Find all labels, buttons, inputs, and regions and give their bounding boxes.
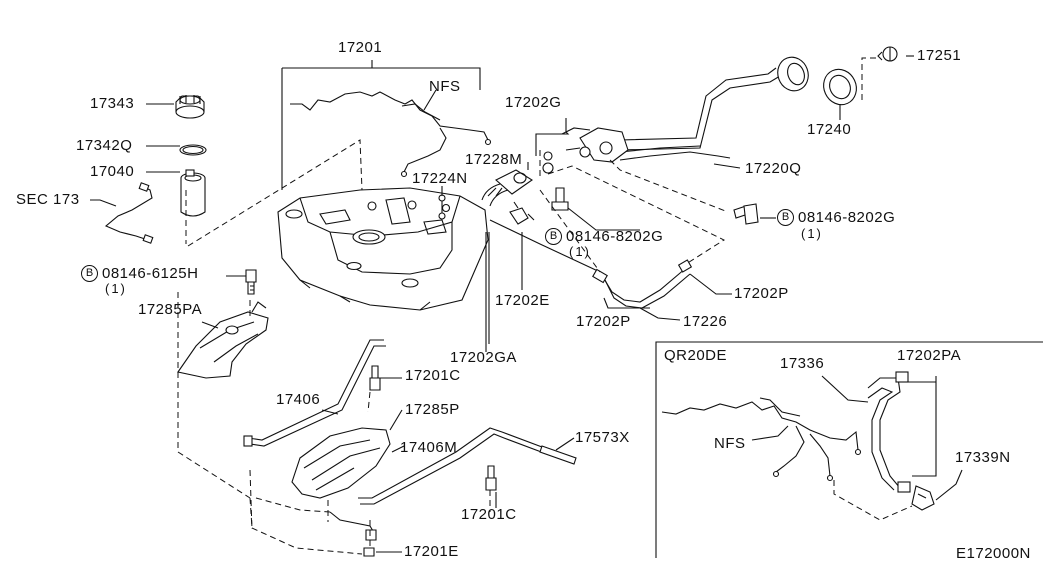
bolt-symbol-b: B	[545, 228, 562, 245]
fuel-pump-assembly	[104, 95, 207, 244]
label-17220q: 17220Q	[745, 160, 802, 177]
label-17342q: 17342Q	[76, 137, 133, 154]
filler-tube-17220Q	[542, 46, 898, 174]
wiring-harness-17201	[281, 60, 492, 190]
filler-hose-17228M	[481, 169, 533, 207]
label-17339n: 17339N	[955, 449, 1011, 466]
label-17040: 17040	[90, 163, 135, 180]
band-17406M	[358, 427, 577, 505]
label-nfs-top: NFS	[429, 78, 461, 95]
label-17201e: 17201E	[404, 543, 459, 560]
label-bolt-08146-6125h: 08146-6125H	[102, 265, 199, 282]
diagram-code: E172000N	[956, 545, 1031, 562]
leader-lines	[90, 55, 914, 553]
fuel-tank	[277, 187, 489, 311]
protector-17285P	[291, 427, 391, 499]
bracket-17201E	[329, 511, 377, 541]
label-17406: 17406	[276, 391, 321, 408]
label-17201c-b: 17201C	[461, 506, 517, 523]
label-17240: 17240	[807, 121, 852, 138]
label-17406m: 17406M	[400, 439, 458, 456]
label-17202pa: 17202PA	[897, 347, 962, 364]
label-17202p-b: 17202P	[576, 313, 631, 330]
band-17406	[243, 339, 386, 447]
label-nfs-inset: NFS	[714, 435, 746, 452]
label-17201: 17201	[338, 39, 383, 56]
label-17224n: 17224N	[412, 170, 468, 187]
label-bolt-08146-8202g-a: 08146-8202G	[798, 209, 896, 226]
label-bolt-a-qty: (1)	[801, 226, 823, 241]
label-17202p-a: 17202P	[734, 285, 789, 302]
label-17202g: 17202G	[505, 94, 562, 111]
label-17251: 17251	[917, 47, 962, 64]
label-17285p: 17285P	[405, 401, 460, 418]
label-17201c-a: 17201C	[405, 367, 461, 384]
label-17573x: 17573X	[575, 429, 630, 446]
label-17343: 17343	[90, 95, 135, 112]
label-17336: 17336	[780, 355, 825, 372]
label-17228m: 17228M	[465, 151, 523, 168]
label-17226: 17226	[683, 313, 728, 330]
inset-title: QR20DE	[664, 347, 728, 364]
label-bolt-b-qty: (1)	[569, 244, 591, 259]
label-bolt-08146-8202g-b: 08146-8202G	[566, 228, 664, 245]
label-17285pa: 17285PA	[138, 301, 203, 318]
bolts	[245, 187, 759, 557]
bolt-symbol-a: B	[777, 209, 794, 226]
dashed-guide-lines	[177, 139, 729, 555]
bolt-symbol-c: B	[81, 265, 98, 282]
label-bolt-c-qty: (1)	[105, 281, 127, 296]
inset-qr20de	[655, 341, 1043, 558]
protector-17285PA	[177, 301, 269, 379]
label-sec173: SEC 173	[16, 191, 80, 208]
breather-tube-17226	[489, 201, 693, 309]
label-17202ga: 17202GA	[450, 349, 517, 366]
label-17202e: 17202E	[495, 292, 550, 309]
